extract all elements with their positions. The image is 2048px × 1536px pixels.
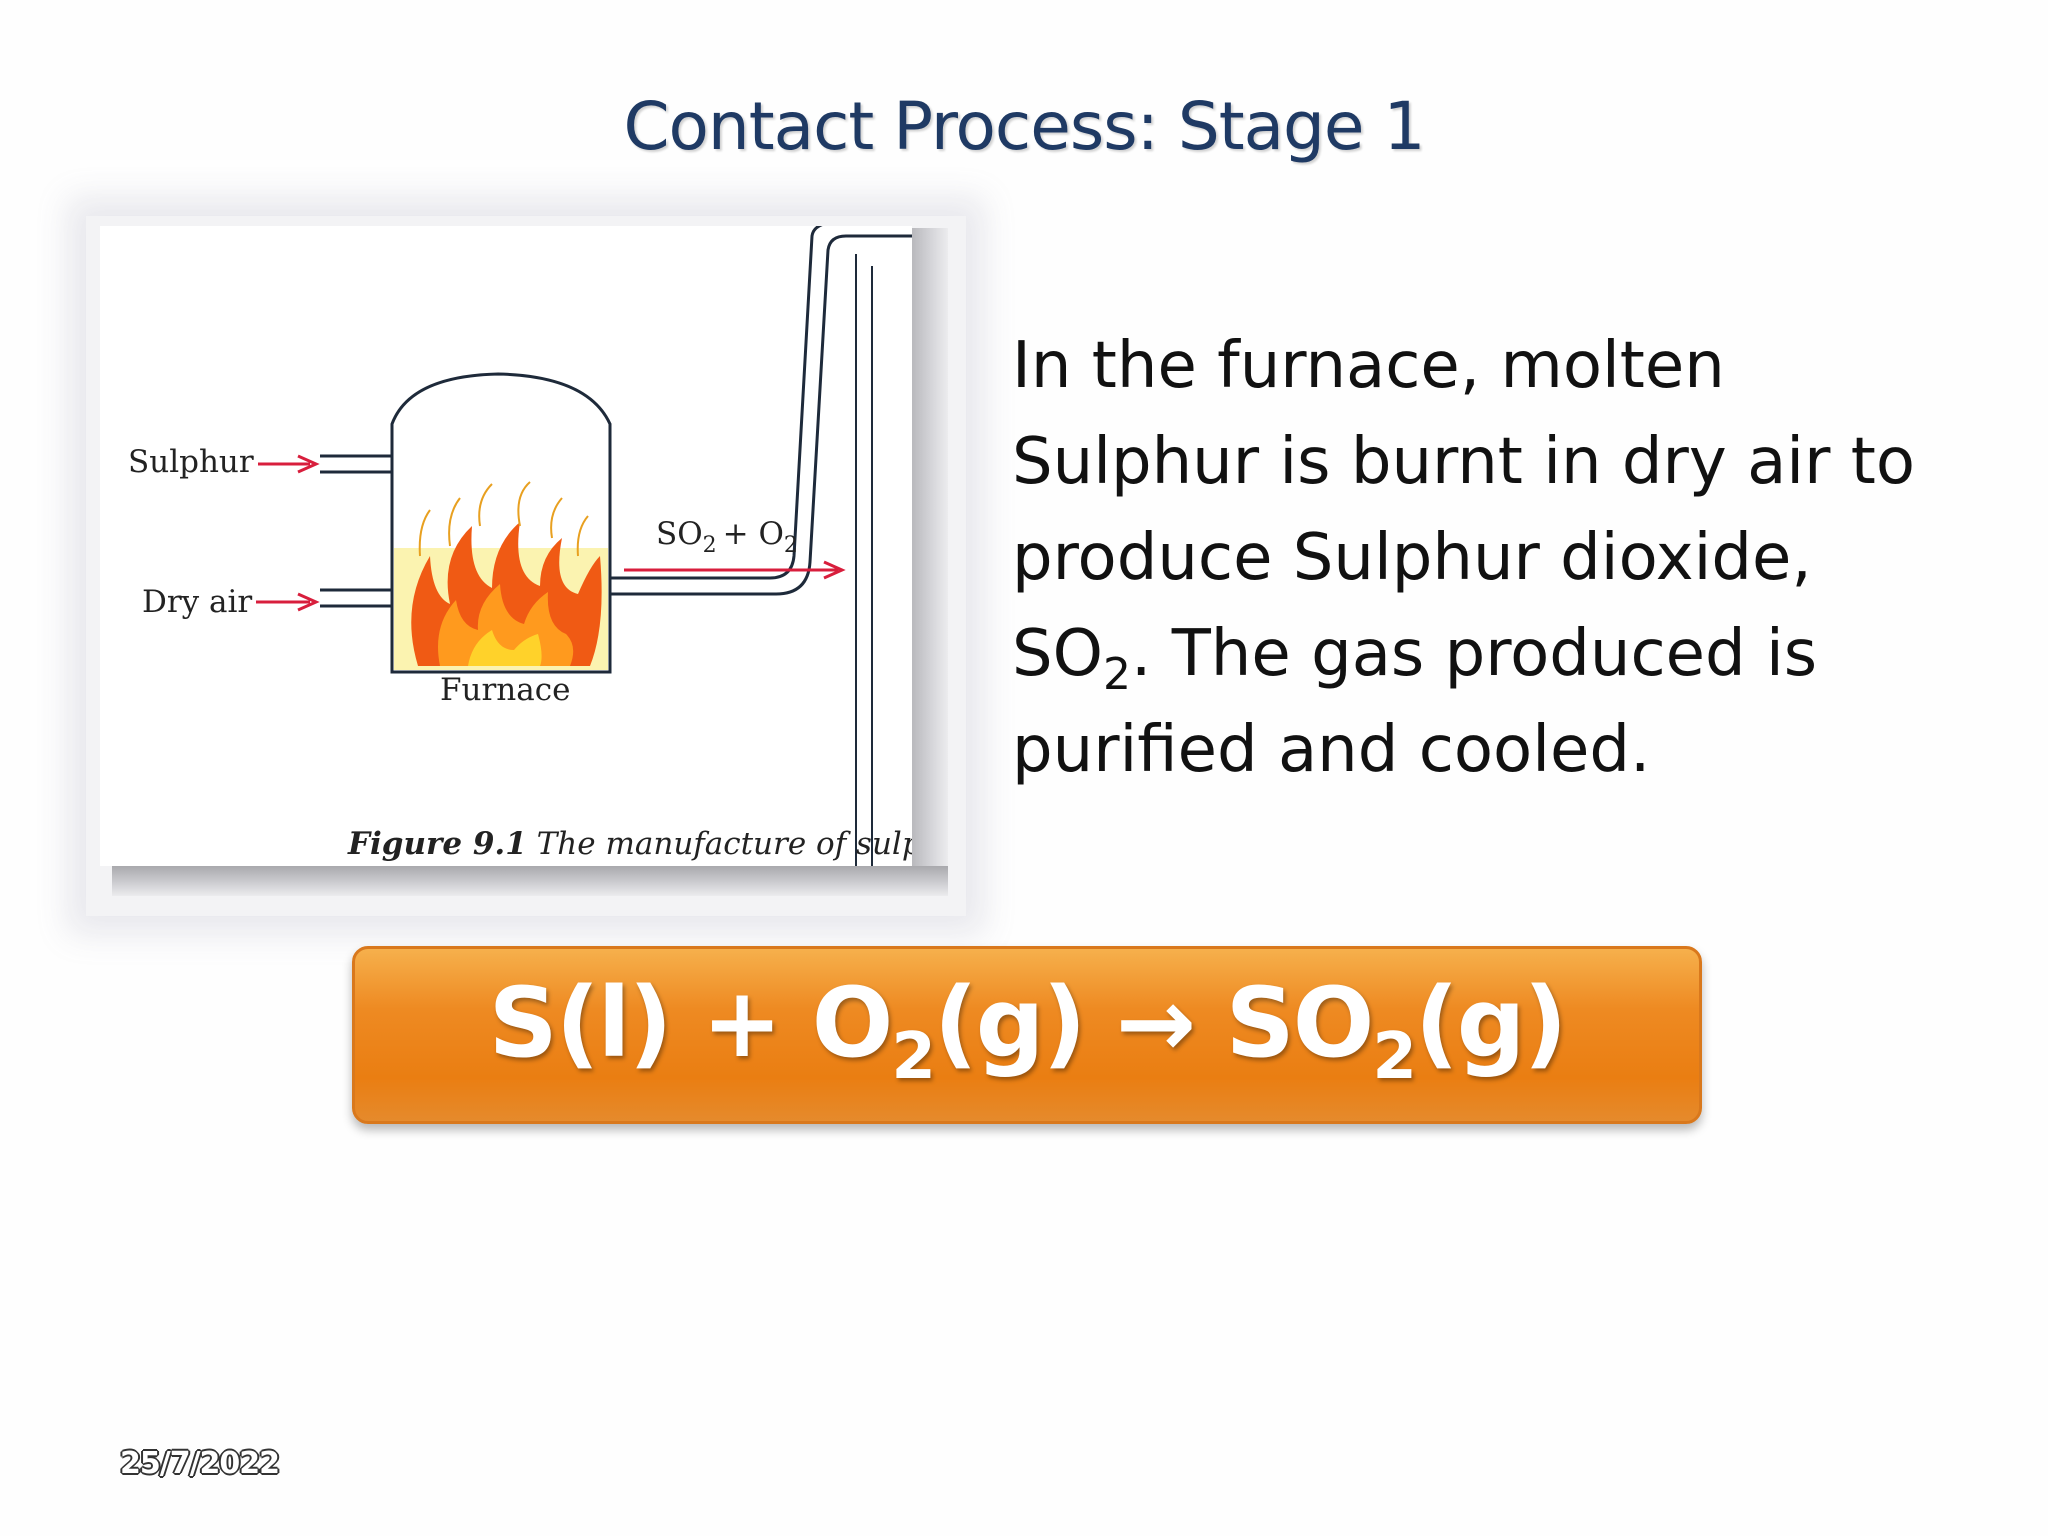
body-line: Sulphur is burnt in dry air to — [1012, 425, 1915, 499]
flame-icon — [411, 481, 602, 666]
caption-text: The manufacture of sulph — [526, 826, 912, 862]
body-paragraph: In the furnace, molten Sulphur is burnt … — [1012, 318, 1992, 798]
chemical-equation: S(l) + O2(g) → SO2(g) — [488, 967, 1568, 1094]
label-furnace: Furnace — [440, 672, 570, 708]
label-dry-air: Dry air — [142, 584, 252, 620]
outlet-pipe — [610, 226, 823, 580]
slide-date: 25/7/2022 — [120, 1446, 280, 1481]
sulphur-arrow-icon — [258, 454, 320, 474]
caption-figure-number: Figure 9.1 — [348, 826, 527, 862]
equation-box: S(l) + O2(g) → SO2(g) — [352, 946, 1702, 1124]
gas-arrow-icon — [624, 560, 846, 580]
outlet-pipe — [610, 234, 912, 596]
body-line: produce Sulphur dioxide, — [1012, 521, 1812, 595]
label-gas: SO2+ O2 — [656, 516, 798, 558]
air-arrow-icon — [256, 592, 320, 612]
slide-title: Contact Process: Stage 1 — [623, 88, 1425, 165]
sulphur-inlet-pipe — [320, 454, 392, 474]
figure-shadow — [912, 228, 948, 890]
air-inlet-pipe — [320, 588, 392, 608]
furnace-diagram-svg: Sulphur Dry air Furnace SO2+ O2 — [128, 226, 912, 866]
figure-shadow — [112, 866, 948, 896]
label-sulphur: Sulphur — [128, 444, 254, 480]
body-line: In the furnace, molten — [1012, 329, 1725, 403]
body-line: purified and cooled. — [1012, 713, 1651, 787]
furnace-diagram: Sulphur Dry air Furnace SO2+ O2 Figure 9… — [100, 226, 912, 866]
body-line: SO2. The gas produced is — [1012, 617, 1818, 700]
figure-caption: Figure 9.1 The manufacture of sulph — [348, 826, 912, 862]
